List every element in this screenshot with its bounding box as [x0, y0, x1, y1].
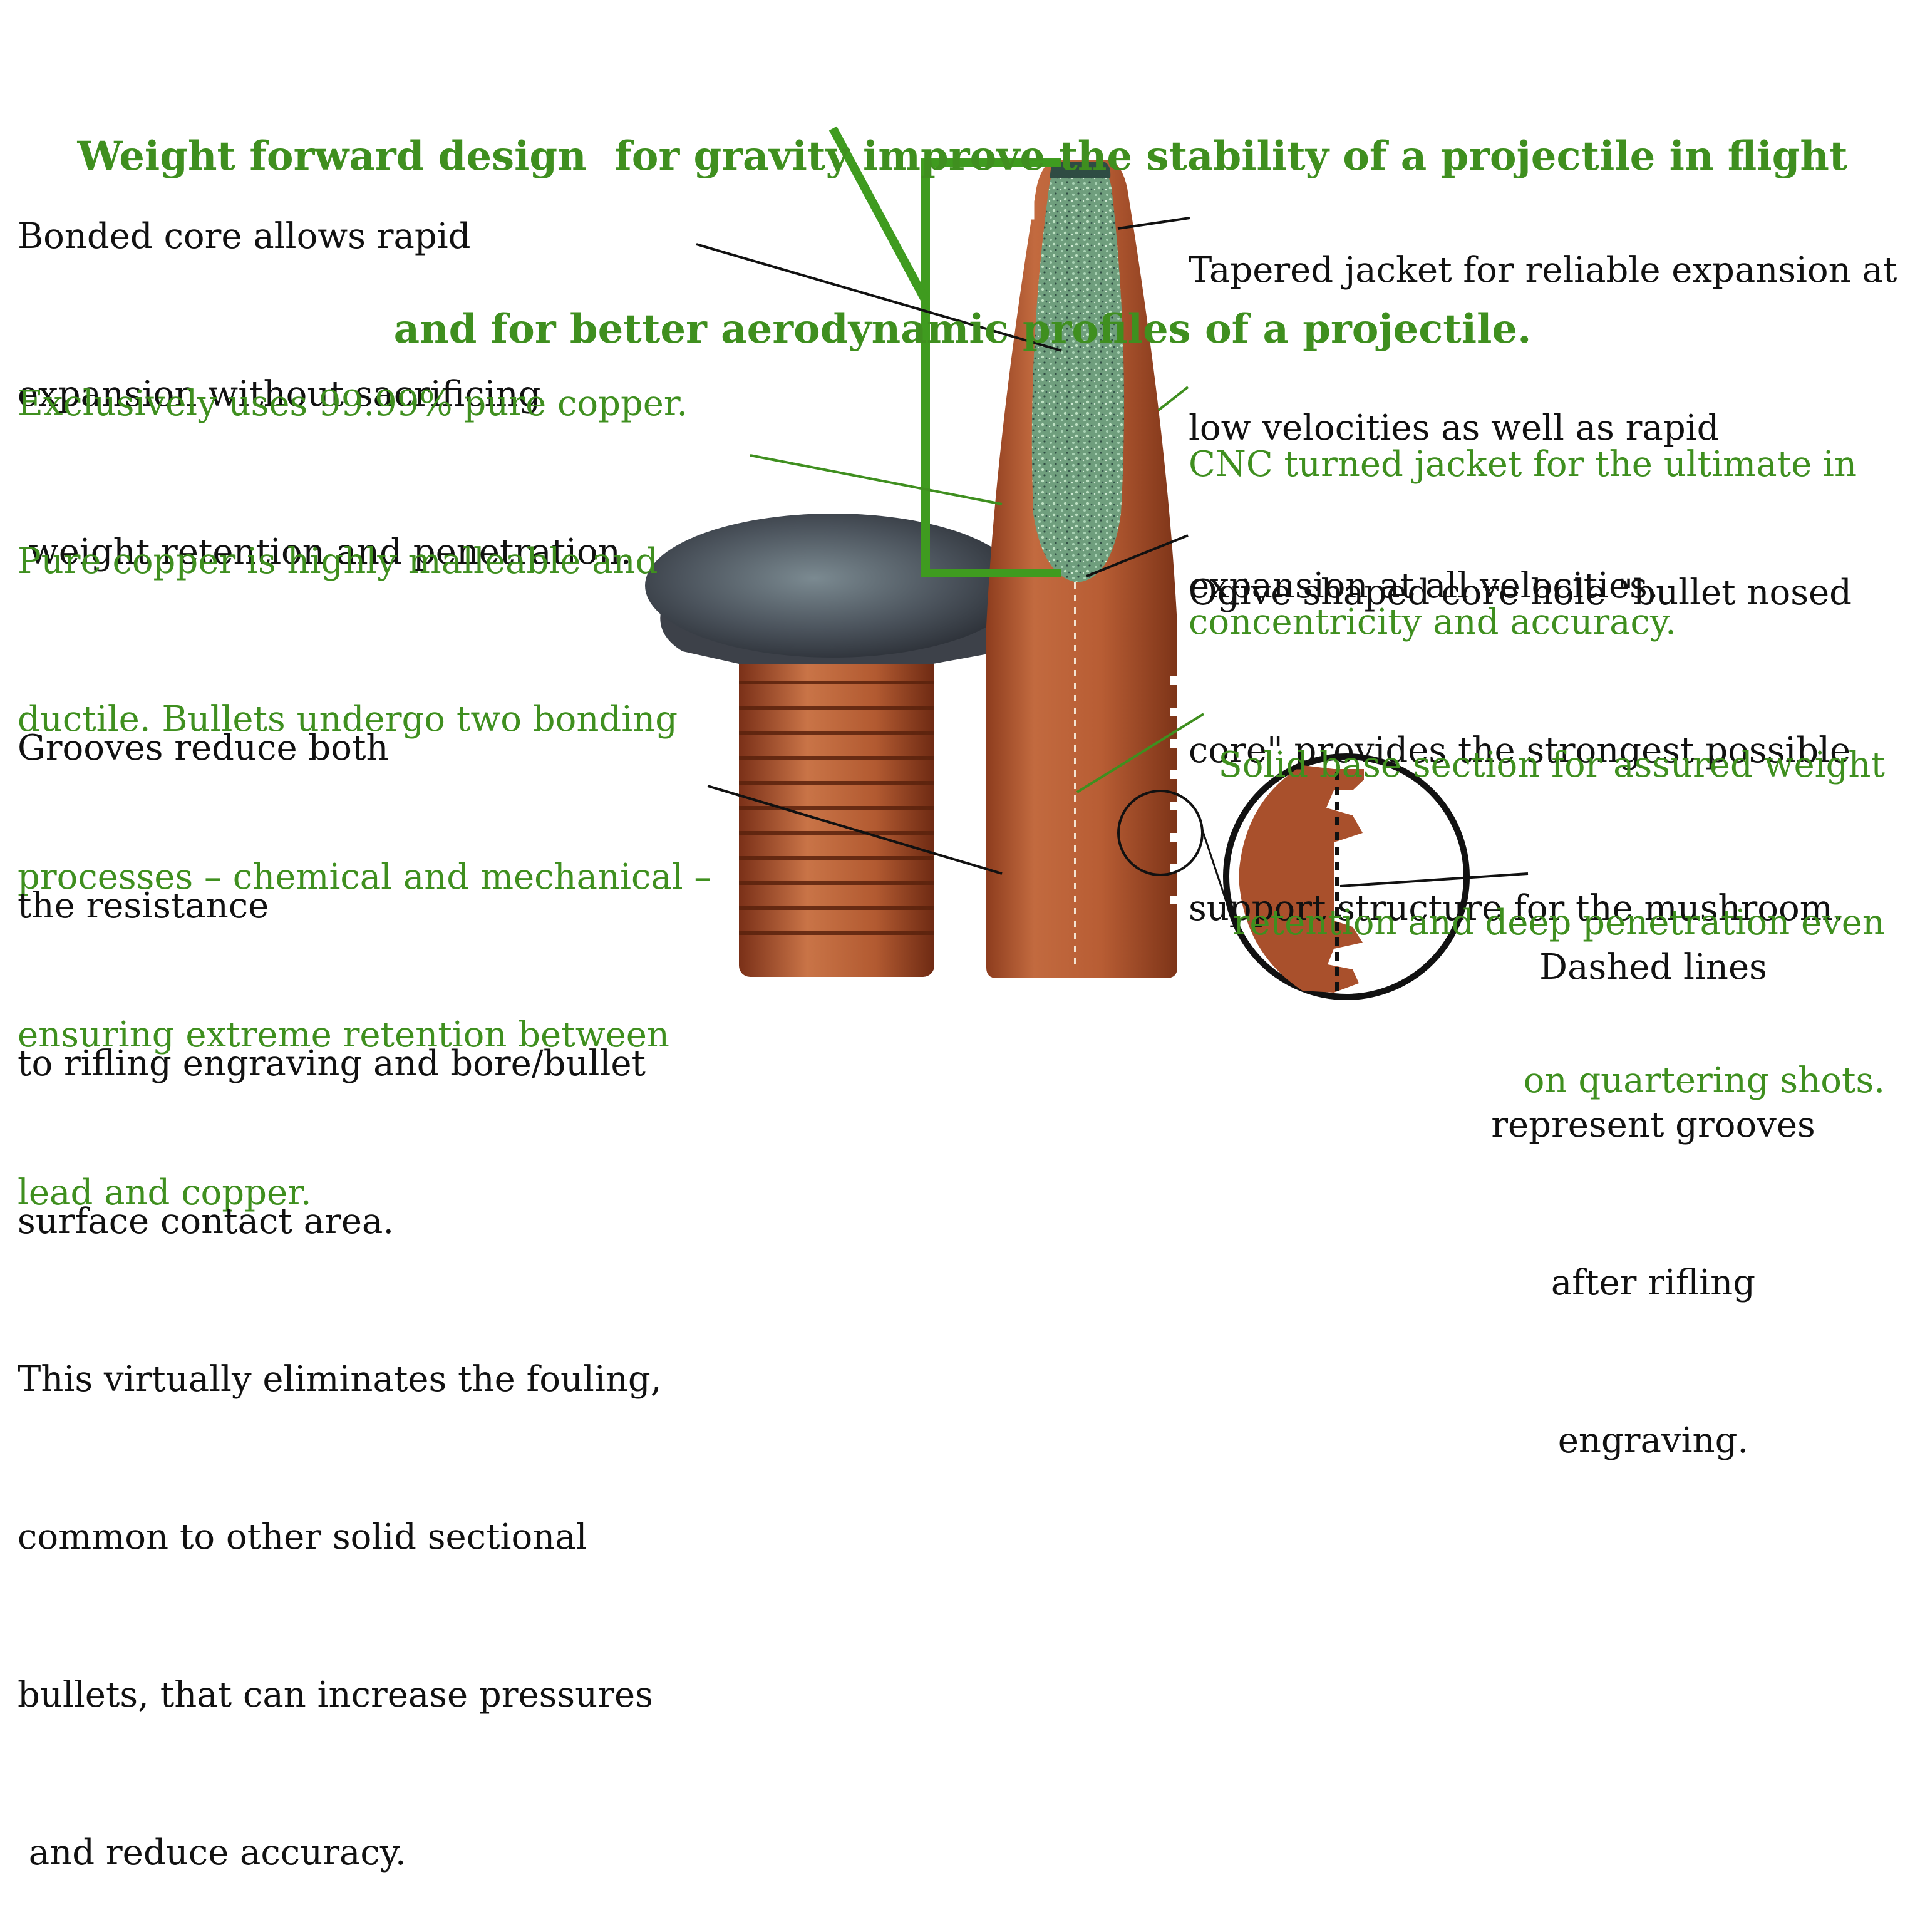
grooves-line-7: bullets, that can increase pressures — [18, 1675, 653, 1715]
lead-core — [1031, 164, 1124, 582]
groove-detail-magnifier — [1223, 753, 1470, 1000]
expanded-bullet — [645, 514, 1022, 977]
pure-copper-line-1: Exclusively uses 99.99% pure copper. — [18, 383, 688, 424]
expanded-bullet-shank — [739, 633, 934, 977]
tapered-jacket-line-2: low velocities as well as rapid — [1189, 408, 1720, 448]
title-line-1: Weight forward design for gravity improv… — [77, 133, 1848, 180]
cnc-jacket-line-1: CNC turned jacket for the ultimate in — [1189, 444, 1857, 485]
grooves-line-2: the resistance — [18, 886, 269, 926]
detail-source-circle — [1117, 790, 1204, 876]
pure-copper-line-3: ductile. Bullets undergo two bonding — [18, 699, 678, 740]
leader-ogive-core — [1086, 534, 1189, 577]
core-tip-cap — [1050, 162, 1111, 178]
annotation-bonded-core: Bonded core allows rapid expansion witho… — [18, 105, 632, 631]
annotation-tapered-jacket: Tapered jacket for reliable expansion at… — [1189, 139, 1897, 665]
leader-pure-copper — [750, 454, 1003, 505]
grooves-line-1: Grooves reduce both — [18, 728, 389, 768]
dashed-lines-line-4: engraving. — [1557, 1420, 1749, 1461]
cutaway-bullet — [986, 160, 1179, 978]
ogive-core-line-1: Ogive shaped core hole "bullet nosed — [1189, 572, 1852, 613]
leader-lines — [696, 217, 1529, 887]
dashed-lines-line-3: after rifling — [1551, 1263, 1756, 1303]
bullet-cutaway-diagram — [645, 126, 1529, 1000]
tapered-jacket-line-1: Tapered jacket for reliable expansion at — [1189, 250, 1897, 291]
leader-solid-base — [1076, 713, 1205, 793]
ogive-core-line-2: core" provides the strongest possible — [1189, 730, 1851, 771]
dashed-lines-line-1: Dashed lines — [1539, 947, 1767, 988]
pure-copper-line-2: Pure copper is highly malleable and — [18, 541, 658, 582]
weight-forward-bracket — [828, 126, 1061, 577]
ogive-core-line-3: support structure for the mushroom. — [1189, 888, 1844, 929]
leader-dashed-lines — [1339, 872, 1529, 887]
bonded-core-line-1: Bonded core allows rapid — [18, 216, 471, 257]
bonded-core-line-2: expansion without sacrificing — [18, 374, 541, 415]
jacket-serrations — [1170, 676, 1179, 904]
grooves-line-8: and reduce accuracy. — [18, 1832, 406, 1873]
annotation-cnc-jacket: CNC turned jacket for the ultimate in co… — [1189, 333, 1857, 701]
pure-copper-line-4: processes – chemical and mechanical – — [18, 857, 712, 897]
annotation-ogive-core: Ogive shaped core hole "bullet nosed cor… — [1189, 462, 1852, 988]
cnc-jacket-line-2: concentricity and accuracy. — [1189, 602, 1676, 643]
solid-base-line-1: Solid base section for assured weight — [1218, 745, 1885, 785]
leader-grooves — [707, 785, 1003, 875]
title-line-2: and for better aerodynamic profiles of a… — [393, 306, 1532, 353]
solid-base-line-2: retention and deep penetration even — [1232, 902, 1885, 943]
magnified-copper — [1239, 765, 1364, 993]
leader-tapered-jacket — [1117, 217, 1190, 230]
grooves-line-3: to rifling engraving and bore/bullet — [18, 1043, 646, 1084]
grooves-line-5: This virtually eliminates the fouling, — [18, 1359, 662, 1400]
annotation-dashed-lines: Dashed lines represent grooves after rif… — [1478, 836, 1829, 1520]
annotation-grooves: Grooves reduce both the resistance to ri… — [18, 617, 662, 1932]
annotation-pure-copper: Exclusively uses 99.99% pure copper. Pur… — [18, 272, 711, 1272]
grooves-line-6: common to other solid sectional — [18, 1517, 587, 1557]
tapered-jacket-line-3: expansion at all velocities. — [1189, 566, 1659, 606]
grooves-line-4: surface contact area. — [18, 1201, 395, 1242]
diagram-title: Weight forward design for gravity improv… — [0, 13, 1925, 416]
dashed-lines-line-2: represent grooves — [1491, 1105, 1815, 1145]
shank-grooves — [739, 681, 934, 935]
bonded-core-line-3: weight retention and penetration. — [18, 532, 632, 572]
leader-cnc-jacket — [1157, 386, 1189, 411]
pure-copper-line-5: ensuring extreme retention between — [18, 1015, 669, 1055]
leader-bonded-core — [696, 243, 1062, 352]
